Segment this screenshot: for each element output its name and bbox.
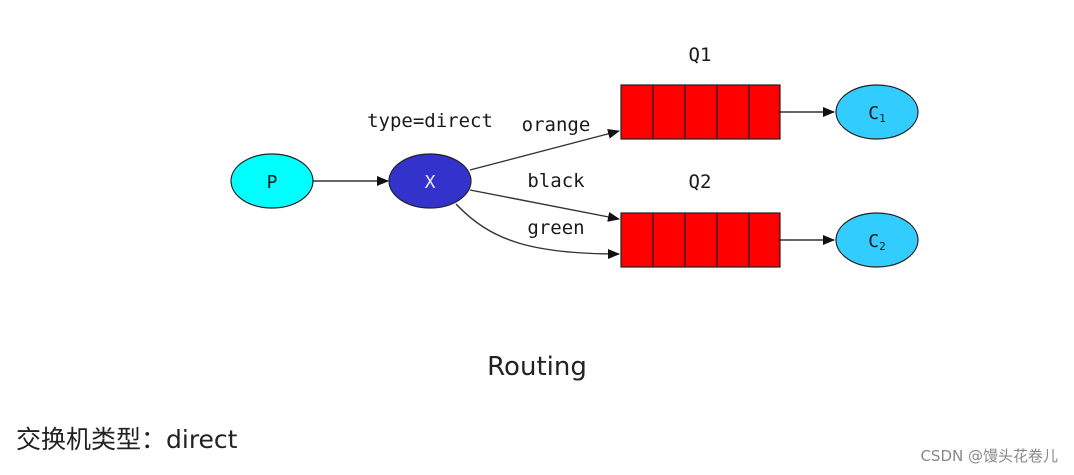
producer-node: P <box>230 153 314 209</box>
consumer-c2-ellipse <box>835 212 919 268</box>
edge-exchange-q2-green <box>455 203 620 259</box>
queue-q1-cell <box>716 84 750 140</box>
routing-key-orange: orange <box>522 114 591 136</box>
consumer-c1-label: C1 <box>868 103 885 125</box>
queue-q1: Q1 <box>620 44 781 140</box>
consumer-c1-subscript: 1 <box>879 112 886 125</box>
consumer-c1-ellipse <box>835 84 919 140</box>
exchange-label: X <box>425 172 436 193</box>
consumer-c2-letter: C <box>868 231 879 252</box>
queue-q1-cell <box>684 84 718 140</box>
queue-q2-cell <box>652 212 686 268</box>
exchange-type-description: 交换机类型：direct <box>16 425 238 454</box>
edge-exchange-q1 <box>469 128 620 171</box>
consumer-c1: C1 <box>835 84 919 140</box>
queue-q2-label: Q2 <box>689 171 712 193</box>
queue-q1-label: Q1 <box>689 44 712 66</box>
queue-q2-cell <box>620 212 654 268</box>
watermark: CSDN @馒头花卷儿 <box>920 447 1058 465</box>
edge-exchange-q2-black <box>469 189 620 222</box>
routing-key-green: green <box>527 217 584 239</box>
producer-label: P <box>267 172 278 193</box>
queue-q2-cell <box>716 212 750 268</box>
consumer-c2-subscript: 2 <box>879 240 886 253</box>
queue-q2: Q2 <box>620 171 781 268</box>
consumer-c2-label: C2 <box>868 231 885 253</box>
consumer-c1-letter: C <box>868 103 879 124</box>
queue-q1-cell <box>748 84 781 140</box>
routing-key-black: black <box>527 170 585 192</box>
exchange-ellipse <box>388 153 472 209</box>
diagram-caption: Routing <box>487 352 587 382</box>
queue-q1-cell <box>620 84 654 140</box>
exchange-node: X <box>388 153 472 209</box>
producer-ellipse <box>230 153 314 209</box>
exchange-type-label: type=direct <box>367 110 493 132</box>
queue-q2-cell <box>684 212 718 268</box>
queue-q1-cell <box>652 84 686 140</box>
consumer-c2: C2 <box>835 212 919 268</box>
queue-q2-cell <box>748 212 781 268</box>
